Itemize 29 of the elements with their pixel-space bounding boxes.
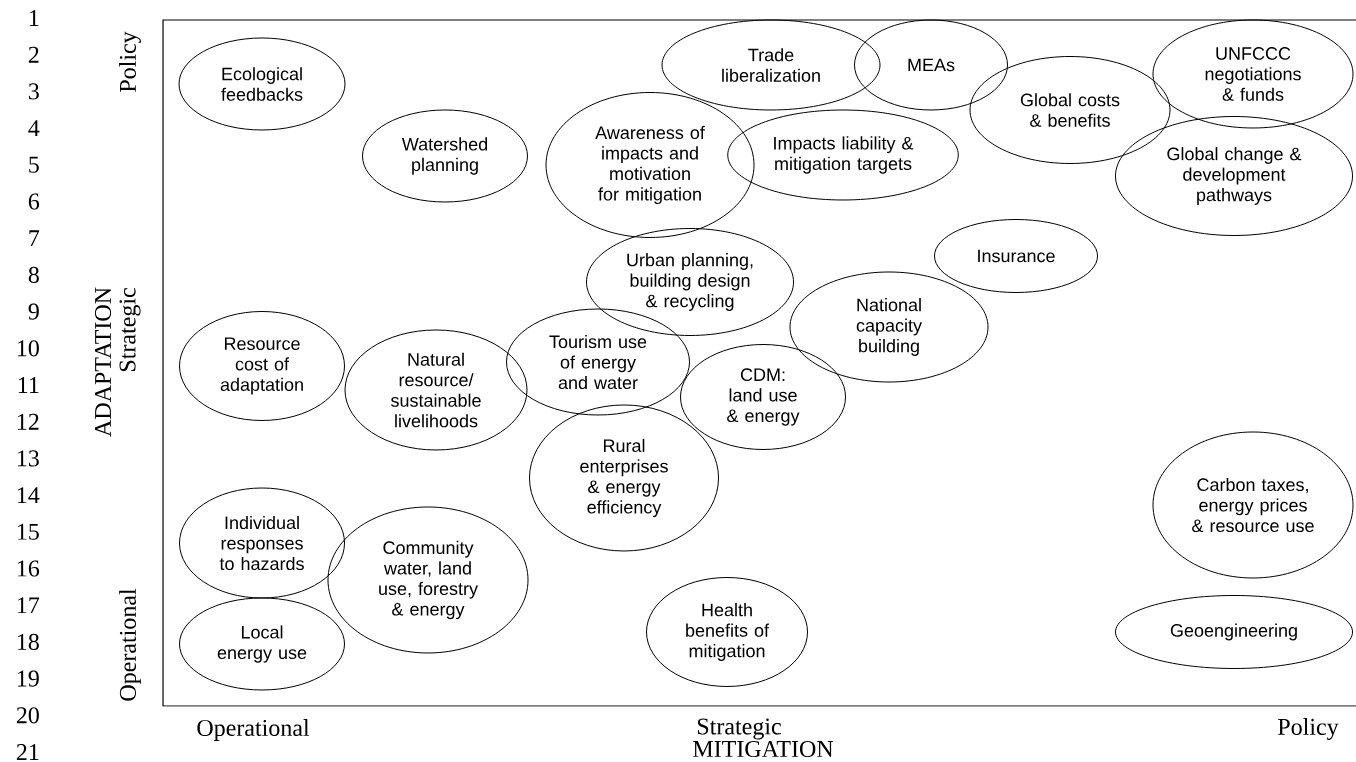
line-number: 16	[17, 560, 40, 577]
line-number: 5	[29, 156, 39, 173]
line-number: 3	[28, 83, 39, 100]
line-number: 10	[17, 340, 39, 357]
line-number: 14	[17, 487, 40, 503]
line-number: 15	[17, 523, 39, 540]
line-number: 17	[17, 597, 40, 614]
line-number: 1	[29, 10, 39, 26]
line-number: 18	[17, 633, 39, 650]
line-number: 2	[28, 46, 39, 63]
line-number: 9	[28, 303, 39, 320]
line-number: 19	[17, 670, 39, 687]
line-number: 13	[17, 450, 39, 467]
axis-tick-label: Operational	[197, 719, 310, 741]
line-number: 6	[28, 193, 40, 210]
line-number: 12	[17, 413, 39, 430]
line-number: 4	[28, 120, 40, 136]
line-number: 7	[29, 230, 40, 247]
axis-tick-label: Policy	[119, 31, 141, 92]
axis-tick-label: Operational	[119, 588, 141, 701]
line-number: 11	[18, 377, 39, 393]
line-number: 21	[16, 744, 39, 760]
axis-tick-label: Strategic	[119, 288, 141, 372]
axis-tick-label: Policy	[1278, 718, 1339, 740]
line-number: 20	[16, 707, 39, 724]
line-number: 8	[28, 266, 39, 283]
axis-tick-label: Strategic	[697, 718, 781, 740]
axis-title: MITIGATION	[693, 740, 834, 758]
axis-title: ADAPTATION	[94, 287, 112, 437]
